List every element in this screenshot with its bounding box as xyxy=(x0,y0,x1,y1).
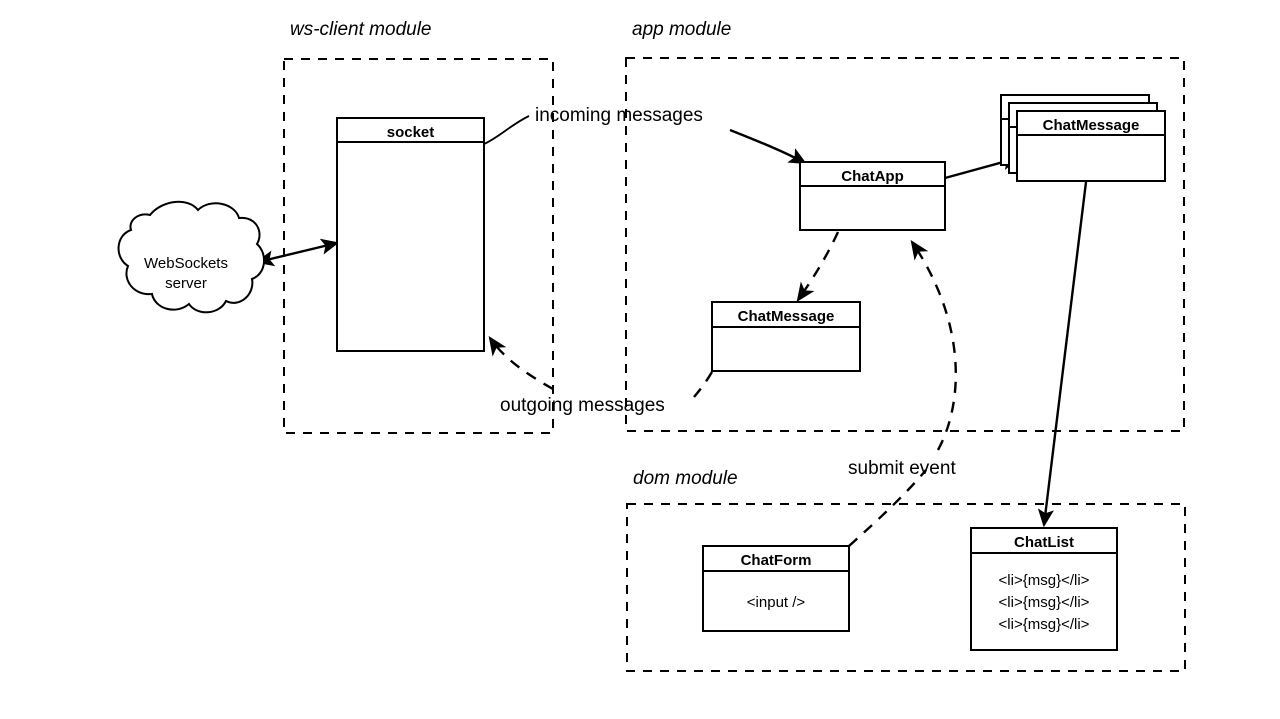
chatform-box xyxy=(702,545,850,632)
cloud-label-line1: WebSockets xyxy=(144,255,228,272)
chatlist-item: <li>{msg}</li> xyxy=(999,616,1090,633)
edge-submit-to-chatapp xyxy=(910,240,957,451)
chatmessage-stack-front xyxy=(1016,110,1166,182)
label-outgoing-messages: outgoing messages xyxy=(500,395,665,416)
module-dom-boundary xyxy=(626,503,1186,672)
module-app-boundary xyxy=(625,57,1185,432)
chatlist-box xyxy=(970,527,1118,651)
socket-title: socket xyxy=(387,124,435,141)
chatlist-item: <li>{msg}</li> xyxy=(999,572,1090,589)
module-dom-label: dom module xyxy=(633,468,738,489)
chatapp-box xyxy=(799,161,946,231)
chatmessage-outgoing-title: ChatMessage xyxy=(738,308,835,325)
label-incoming-messages: incoming messages xyxy=(535,105,703,126)
node-socket[interactable]: socket xyxy=(336,117,485,352)
module-app: app module xyxy=(625,19,1185,432)
edge-chatform-to-submit-label xyxy=(848,469,927,547)
edge-chatmessage-to-chatlist xyxy=(1037,181,1088,528)
chatlist-title: ChatList xyxy=(1014,534,1074,551)
label-submit-event: submit event xyxy=(848,458,956,479)
edge-cloud-socket xyxy=(255,238,340,267)
node-websockets-server[interactable]: WebSockets server xyxy=(117,200,265,314)
edge-outgoing-chatmessage-to-label xyxy=(693,371,714,398)
edge-chatapp-to-outgoing-chatmessage xyxy=(796,231,840,302)
module-ws-client: ws-client module xyxy=(283,19,554,434)
node-chatmessage-outgoing[interactable]: ChatMessage xyxy=(711,301,861,372)
chatmessage-stack-title: ChatMessage xyxy=(1043,117,1140,134)
cloud-shape xyxy=(117,200,265,314)
node-chatform[interactable]: ChatForm <input /> xyxy=(702,545,850,632)
module-dom: dom module xyxy=(626,468,1186,672)
node-chatapp[interactable]: ChatApp xyxy=(799,161,946,231)
node-chatmessage-stack[interactable]: ChatMessage xyxy=(1000,94,1166,182)
edge-outgoing-to-socket xyxy=(488,336,554,391)
edge-incoming-leader xyxy=(483,115,530,145)
cloud-label-line2: server xyxy=(165,275,207,292)
node-chatlist[interactable]: ChatList <li>{msg}</li> <li>{msg}</li> <… xyxy=(970,527,1118,651)
module-app-label: app module xyxy=(632,19,731,40)
socket-box xyxy=(336,117,485,352)
chatform-title: ChatForm xyxy=(741,552,812,569)
chatlist-item: <li>{msg}</li> xyxy=(999,594,1090,611)
chatmessage-outgoing-box xyxy=(711,301,861,372)
chatapp-title: ChatApp xyxy=(841,168,904,185)
module-ws-client-label: ws-client module xyxy=(290,19,432,40)
edge-incoming-to-chatapp xyxy=(729,128,807,165)
chatform-input-text: <input /> xyxy=(747,594,806,611)
